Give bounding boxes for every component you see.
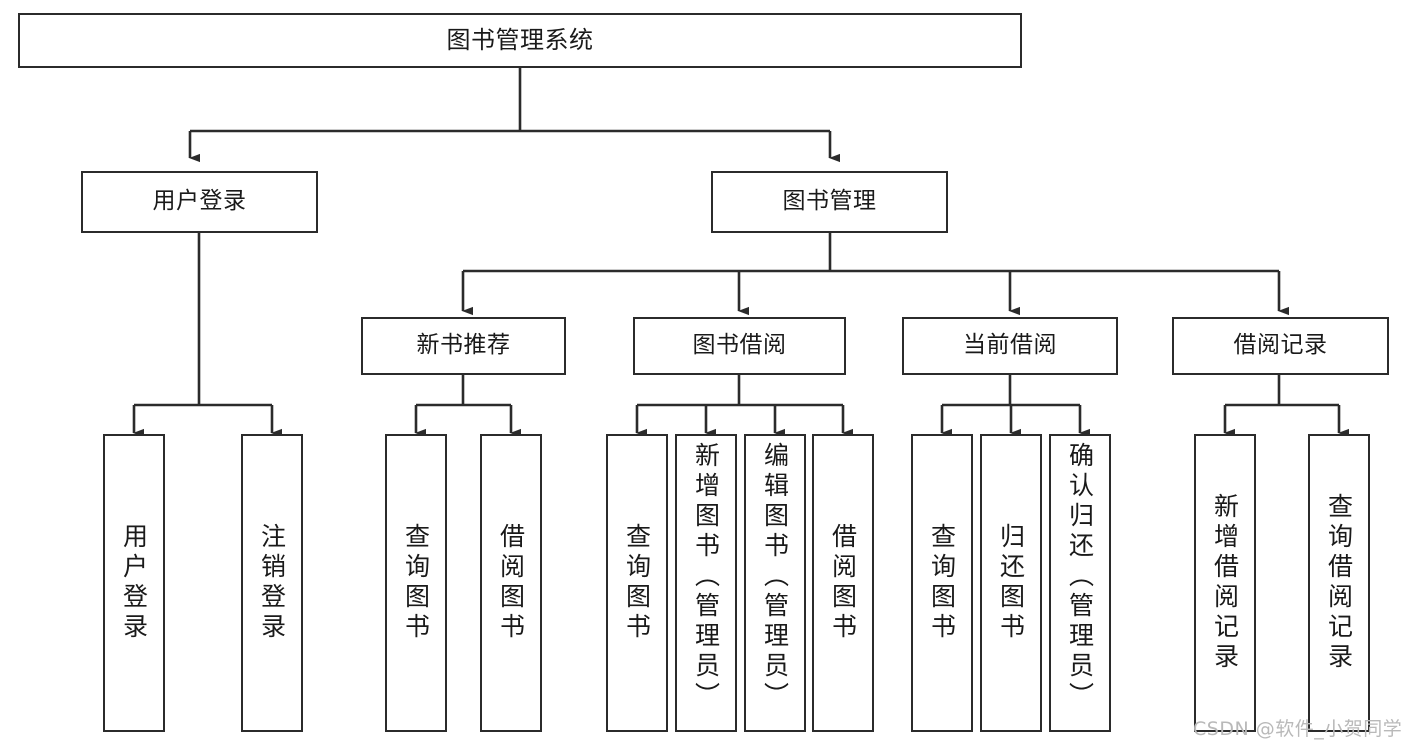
node-label: 查询图书: [927, 523, 957, 643]
node-label: 图书管理系统: [446, 26, 594, 55]
node-label: 查询图书: [401, 523, 431, 643]
leaf-user-login[interactable]: 用户登录: [103, 434, 165, 732]
node-label: 图书管理: [782, 188, 877, 215]
leaf-add-book-admin[interactable]: 新增图书（管理员）: [675, 434, 737, 732]
node-label: 图书借阅: [692, 332, 787, 359]
node-label: 归还图书: [996, 523, 1026, 643]
leaf-query-book-current[interactable]: 查询图书: [911, 434, 973, 732]
node-label: 注销登录: [257, 523, 287, 643]
node-user-login[interactable]: 用户登录: [81, 171, 318, 233]
node-label: 查询借阅记录: [1324, 493, 1354, 673]
leaf-borrow-book[interactable]: 借阅图书: [812, 434, 874, 732]
node-label: 查询图书: [622, 523, 652, 643]
node-label: 当前借阅: [963, 332, 1057, 359]
node-root-library-system[interactable]: 图书管理系统: [18, 13, 1022, 68]
node-label: 用户登录: [152, 188, 247, 215]
node-current-borrow[interactable]: 当前借阅: [902, 317, 1118, 375]
node-label: 借阅记录: [1233, 332, 1328, 359]
node-label: 借阅图书: [828, 523, 858, 643]
node-label: 新书推荐: [416, 332, 511, 359]
node-label: 用户登录: [119, 523, 149, 643]
node-book-borrow[interactable]: 图书借阅: [633, 317, 846, 375]
node-borrow-records[interactable]: 借阅记录: [1172, 317, 1389, 375]
leaf-query-borrow-record[interactable]: 查询借阅记录: [1308, 434, 1370, 732]
node-label: 新增图书（管理员）: [691, 442, 721, 712]
leaf-query-book-borrow[interactable]: 查询图书: [606, 434, 668, 732]
leaf-return-book[interactable]: 归还图书: [980, 434, 1042, 732]
node-new-book-recommend[interactable]: 新书推荐: [361, 317, 566, 375]
leaf-add-borrow-record[interactable]: 新增借阅记录: [1194, 434, 1256, 732]
leaf-query-book-new[interactable]: 查询图书: [385, 434, 447, 732]
leaf-borrow-book-new[interactable]: 借阅图书: [480, 434, 542, 732]
node-label: 新增借阅记录: [1210, 493, 1240, 673]
leaf-edit-book-admin[interactable]: 编辑图书（管理员）: [744, 434, 806, 732]
node-label: 确认归还（管理员）: [1065, 442, 1095, 712]
node-book-management[interactable]: 图书管理: [711, 171, 948, 233]
leaf-confirm-return-admin[interactable]: 确认归还（管理员）: [1049, 434, 1111, 732]
node-label: 借阅图书: [496, 523, 526, 643]
node-label: 编辑图书（管理员）: [760, 442, 790, 712]
leaf-logout[interactable]: 注销登录: [241, 434, 303, 732]
csdn-watermark: CSDN @软件_小贺同学: [1193, 718, 1403, 740]
